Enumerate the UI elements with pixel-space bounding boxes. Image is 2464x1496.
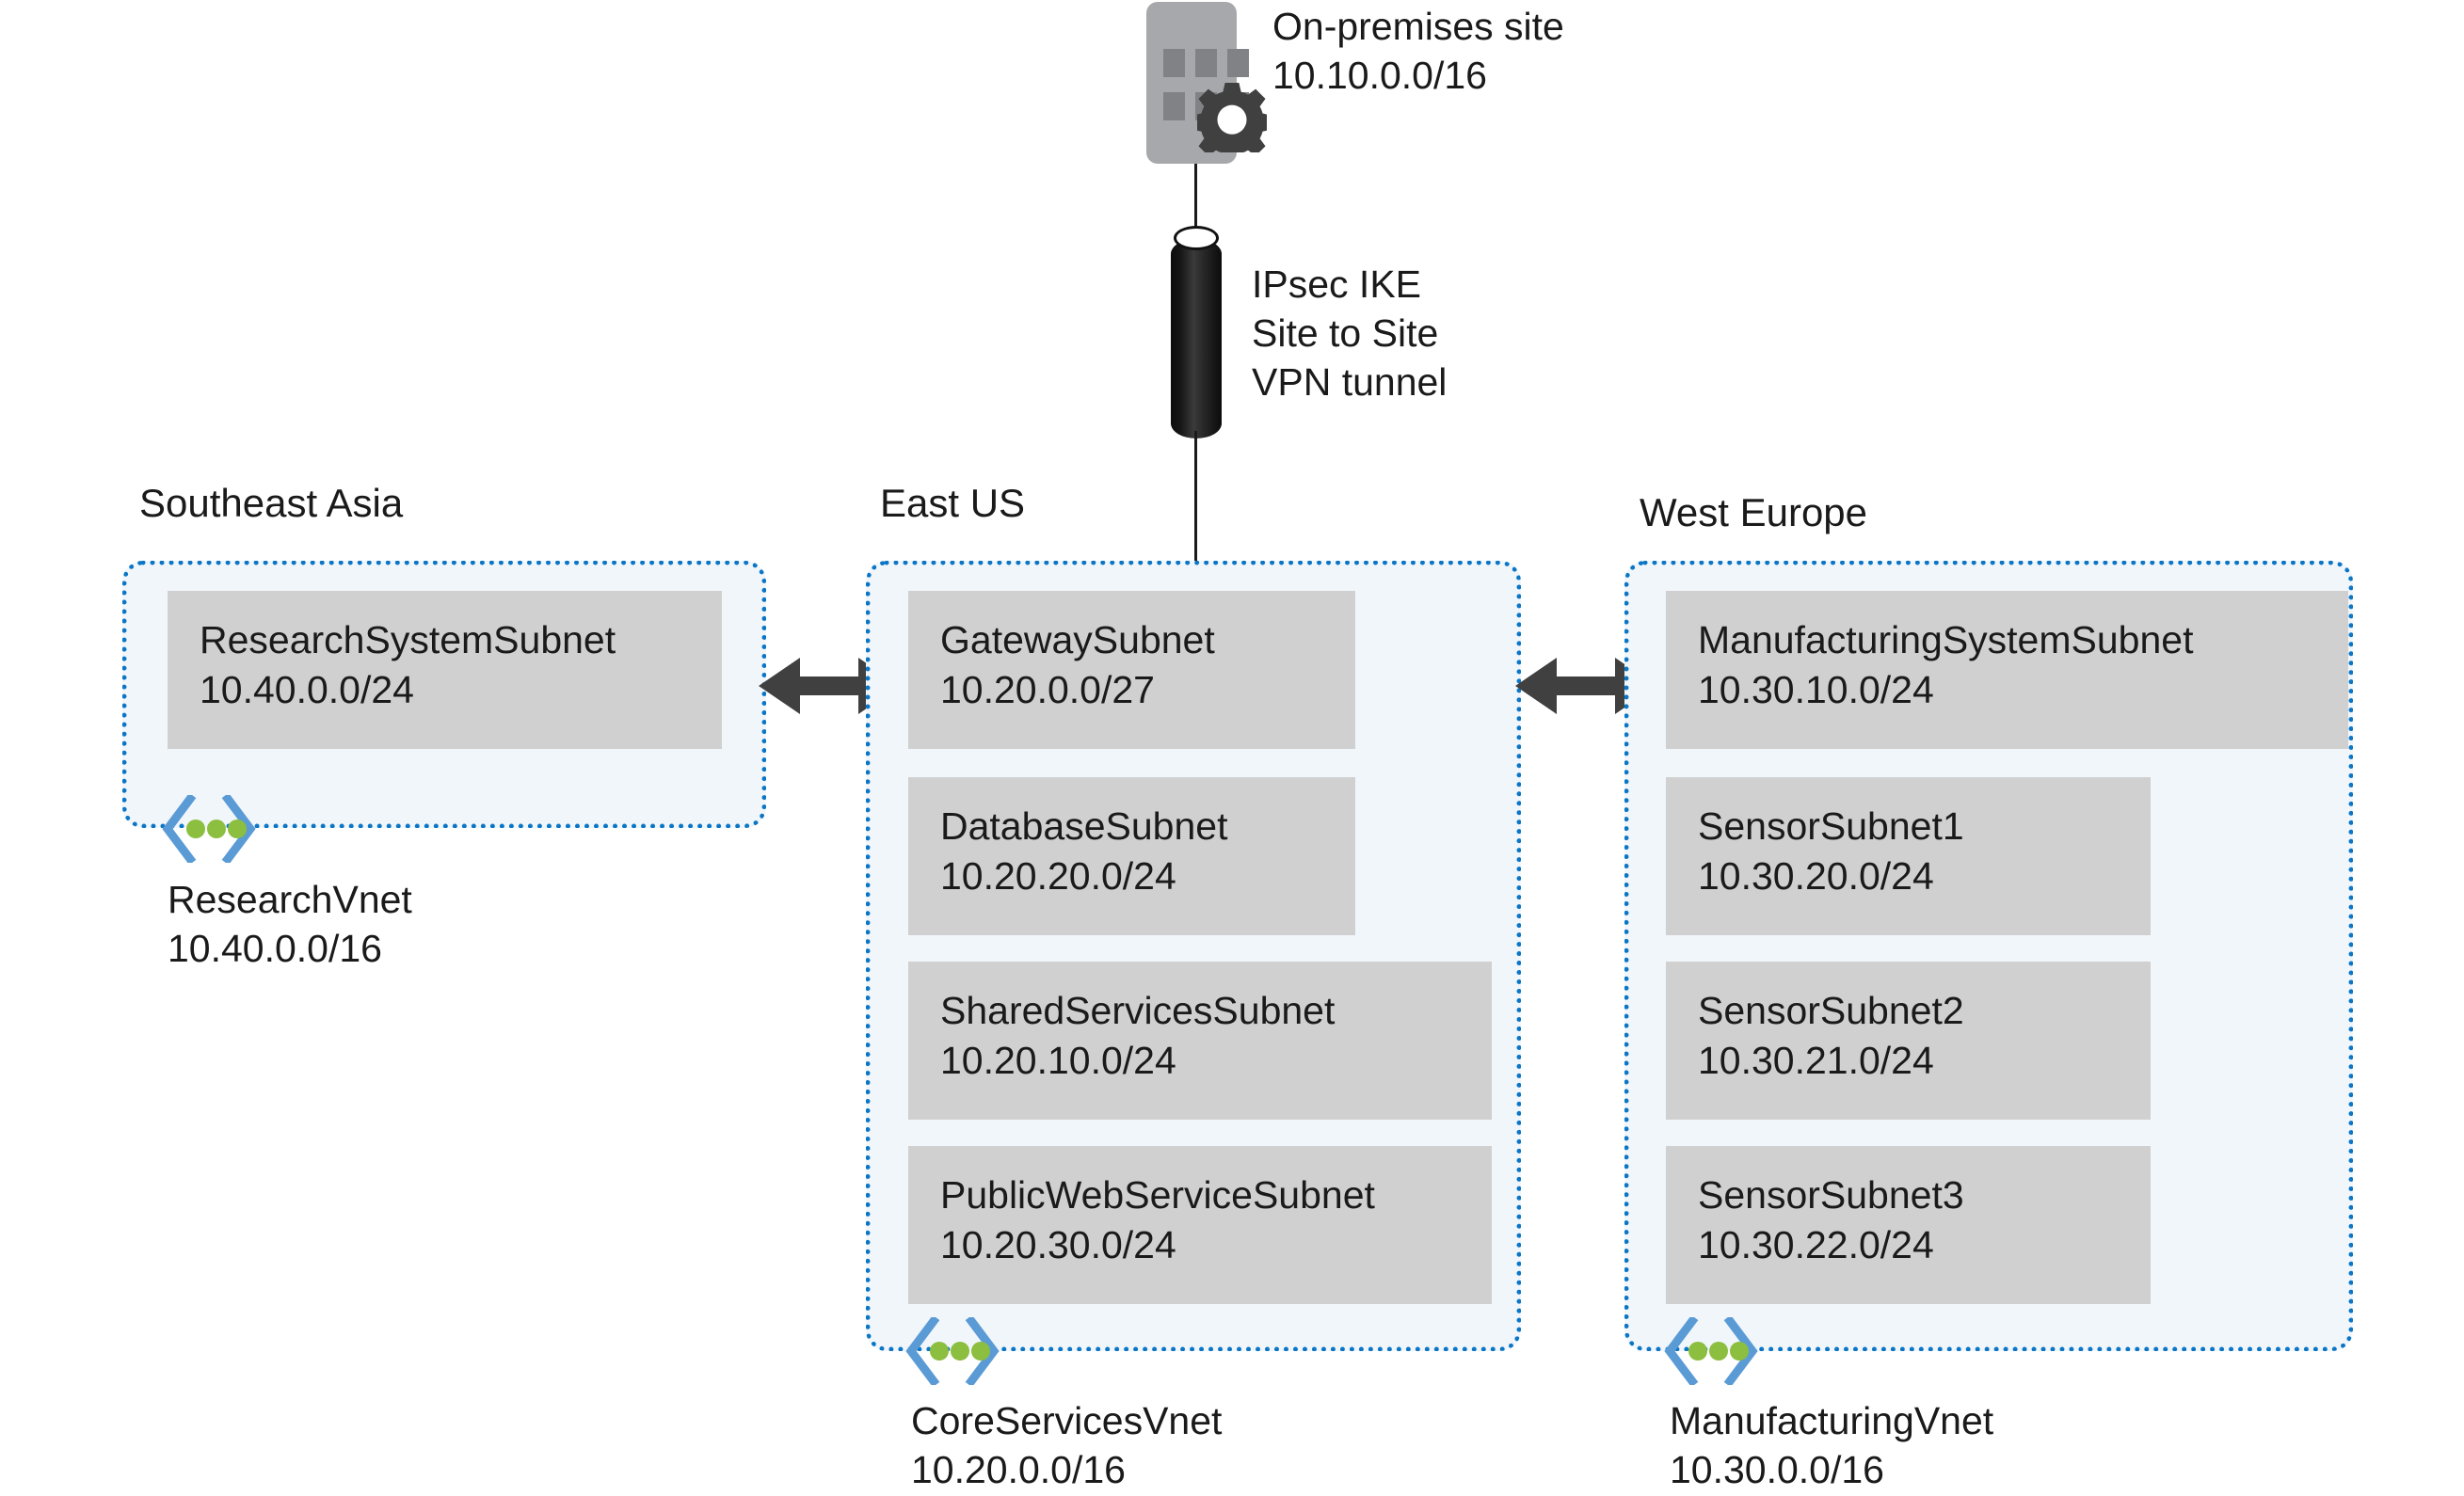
subnet-cidr: 10.20.0.0/27 <box>940 668 1155 711</box>
vnet-name-manufacturing: ManufacturingVnet <box>1670 1399 1994 1442</box>
peering-arrow-sea-eastus[interactable] <box>759 645 900 726</box>
tunnel-label-line1: IPsec IKE <box>1252 263 1422 306</box>
subnet-cidr: 10.20.10.0/24 <box>940 1039 1176 1082</box>
subnet-cidr: 10.20.30.0/24 <box>940 1223 1176 1266</box>
vnet-cidr-manufacturing: 10.30.0.0/16 <box>1670 1448 1884 1491</box>
subnet-cidr: 10.30.22.0/24 <box>1698 1223 1934 1266</box>
subnet-sensor-2[interactable]: SensorSubnet2 10.30.21.0/24 <box>1666 962 2151 1120</box>
building-window <box>1163 49 1185 77</box>
subnet-database[interactable]: DatabaseSubnet 10.20.20.0/24 <box>908 777 1355 935</box>
subnet-cidr: 10.30.10.0/24 <box>1698 668 1934 711</box>
building-window <box>1195 49 1217 77</box>
vnet-cidr-core-services: 10.20.0.0/16 <box>911 1448 1126 1491</box>
subnet-cidr: 10.20.20.0/24 <box>940 854 1176 898</box>
subnet-name: PublicWebServiceSubnet <box>940 1173 1375 1217</box>
vnet-cidr-research: 10.40.0.0/16 <box>168 927 382 970</box>
vnet-name-research: ResearchVnet <box>168 878 412 921</box>
peering-arrow-eastus-weu[interactable] <box>1515 645 1656 726</box>
subnet-name: ManufacturingSystemSubnet <box>1698 618 2194 661</box>
subnet-sensor-3[interactable]: SensorSubnet3 10.30.22.0/24 <box>1666 1146 2151 1304</box>
subnet-shared-services[interactable]: SharedServicesSubnet 10.20.10.0/24 <box>908 962 1492 1120</box>
vnet-name-core-services: CoreServicesVnet <box>911 1399 1223 1442</box>
subnet-cidr: 10.30.21.0/24 <box>1698 1039 1934 1082</box>
on-premises-cidr: 10.10.0.0/16 <box>1272 54 1487 97</box>
subnet-cidr: 10.40.0.0/24 <box>200 668 414 711</box>
region-title-southeast-asia: Southeast Asia <box>139 481 404 525</box>
tunnel-body <box>1171 239 1222 438</box>
vnet-icon-core-services <box>904 1314 1001 1388</box>
building-window <box>1163 92 1185 120</box>
region-title-east-us: East US <box>880 481 1026 525</box>
on-premises-building-icon <box>1146 2 1272 164</box>
subnet-research-system[interactable]: ResearchSystemSubnet 10.40.0.0/24 <box>168 591 722 749</box>
tunnel-label-line3: VPN tunnel <box>1252 360 1448 404</box>
subnet-name: SensorSubnet3 <box>1698 1173 1964 1217</box>
tunnel-label-line2: Site to Site <box>1252 311 1439 355</box>
gear-icon <box>1192 83 1272 163</box>
subnet-name: ResearchSystemSubnet <box>200 618 616 661</box>
building-window <box>1227 49 1249 77</box>
tunnel-opening <box>1174 226 1219 250</box>
subnet-name: DatabaseSubnet <box>940 804 1228 848</box>
subnet-cidr: 10.30.20.0/24 <box>1698 854 1934 898</box>
onprem-to-tunnel-line <box>1194 164 1197 239</box>
subnet-name: SensorSubnet1 <box>1698 804 1964 848</box>
vnet-icon-research <box>160 792 258 866</box>
subnet-name: SharedServicesSubnet <box>940 989 1336 1032</box>
on-premises-name: On-premises site <box>1272 5 1564 48</box>
subnet-name: GatewaySubnet <box>940 618 1215 661</box>
vpn-tunnel-cylinder-icon <box>1171 226 1222 444</box>
region-title-west-europe: West Europe <box>1640 490 1868 534</box>
subnet-sensor-1[interactable]: SensorSubnet1 10.30.20.0/24 <box>1666 777 2151 935</box>
subnet-manufacturing-system[interactable]: ManufacturingSystemSubnet 10.30.10.0/24 <box>1666 591 2348 749</box>
subnet-public-web-service[interactable]: PublicWebServiceSubnet 10.20.30.0/24 <box>908 1146 1492 1304</box>
subnet-gateway[interactable]: GatewaySubnet 10.20.0.0/27 <box>908 591 1355 749</box>
vnet-icon-manufacturing <box>1662 1314 1760 1388</box>
tunnel-to-vnet-line <box>1194 431 1197 563</box>
subnet-name: SensorSubnet2 <box>1698 989 1964 1032</box>
